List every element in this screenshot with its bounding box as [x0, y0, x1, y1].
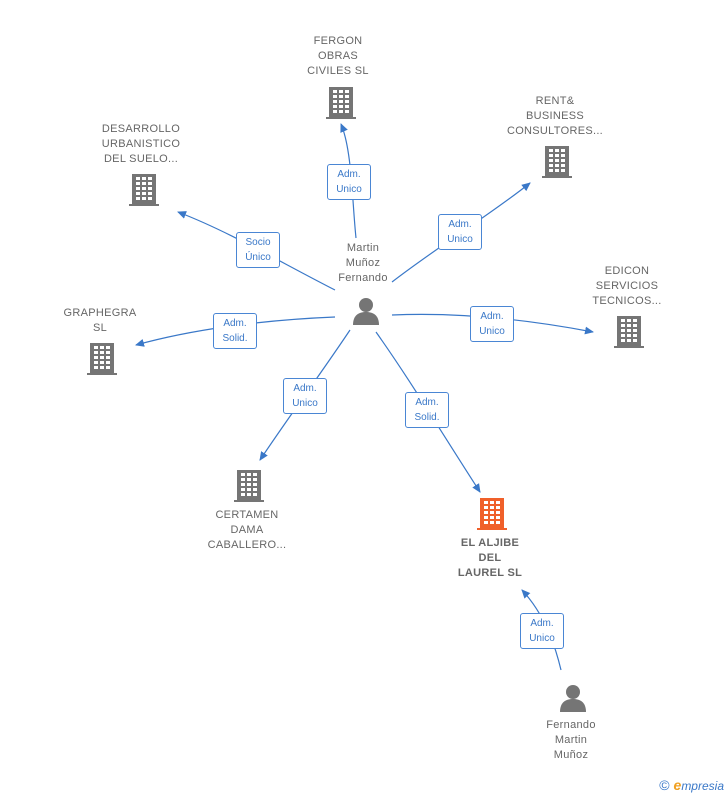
edge-label-fernando[interactable]: Adm. Unico — [520, 613, 564, 649]
person-icon[interactable] — [558, 683, 588, 713]
empresia-watermark[interactable]: ©empresia — [659, 777, 724, 793]
fernando-label[interactable]: Fernando Martin Muñoz — [546, 719, 596, 761]
desarrollo-label[interactable]: DESARROLLO URBANISTICO DEL SUELO... — [101, 123, 181, 165]
building-icon[interactable] — [325, 85, 357, 120]
certamen-label[interactable]: CERTAMEN DAMA CABALLERO... — [207, 509, 287, 551]
rent-label[interactable]: RENT& BUSINESS CONSULTORES... — [506, 95, 604, 137]
center-person-label[interactable]: Martin Muñoz Fernando — [338, 242, 388, 284]
edicon-label[interactable]: EDICON SERVICIOS TECNICOS... — [592, 265, 662, 307]
building-icon[interactable] — [128, 172, 160, 207]
building-icon[interactable] — [233, 468, 265, 503]
building-icon[interactable] — [541, 144, 573, 179]
copyright-symbol: © — [659, 777, 670, 793]
edge-label-edicon[interactable]: Adm. Unico — [470, 306, 514, 342]
person-icon[interactable] — [351, 296, 381, 326]
fergon-label[interactable]: FERGON OBRAS CIVILES SL — [307, 35, 369, 77]
building-icon[interactable] — [476, 496, 508, 531]
edge-label-desarrollo[interactable]: Socio Único — [236, 232, 280, 268]
aljibe-label[interactable]: EL ALJIBE DEL LAUREL SL — [457, 537, 523, 579]
brand-e: e — [673, 777, 682, 793]
edge-label-fergon[interactable]: Adm. Unico — [327, 164, 371, 200]
building-icon[interactable] — [86, 341, 118, 376]
edge-label-certamen[interactable]: Adm. Unico — [283, 378, 327, 414]
edge-label-graphegra[interactable]: Adm. Solid. — [213, 313, 257, 349]
edge-label-aljibe[interactable]: Adm. Solid. — [405, 392, 449, 428]
brand-name: mpresia — [681, 779, 724, 793]
graphegra-label[interactable]: GRAPHEGRA SL — [63, 307, 137, 334]
building-icon[interactable] — [613, 314, 645, 349]
edge-label-rent[interactable]: Adm. Unico — [438, 214, 482, 250]
